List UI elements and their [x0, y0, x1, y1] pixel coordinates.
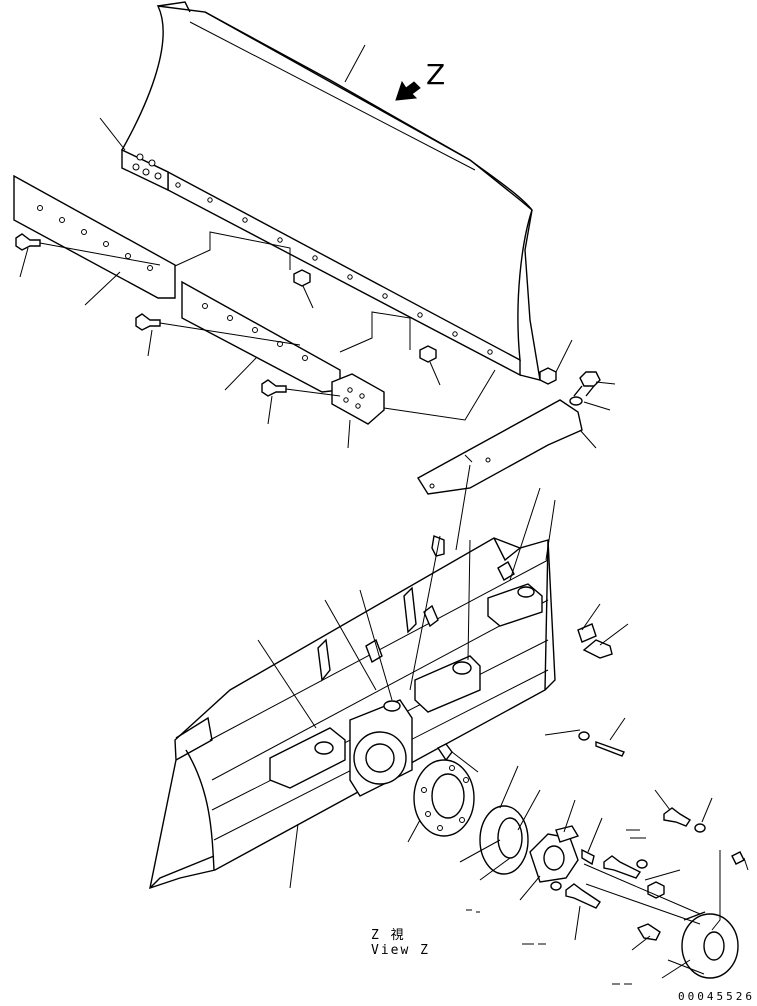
figure-number: 00045526 [678, 990, 755, 1003]
view-arrow-icon [395, 80, 421, 101]
plug [436, 743, 453, 762]
brace-ribs [317, 561, 515, 682]
leader-lines-upper [19, 44, 616, 449]
grease-fitting [636, 923, 661, 941]
bolt [663, 807, 691, 827]
blade-bolt-holes [132, 153, 493, 355]
cutting-edge-center [181, 280, 341, 393]
dashed-alignment-line [339, 311, 411, 353]
plow-bolt [261, 379, 341, 397]
bolt [573, 371, 601, 397]
end-bit [331, 373, 385, 425]
dashed-alignment-line [174, 231, 291, 270]
leader-lines-lower [257, 464, 749, 985]
ball-seat [529, 825, 580, 883]
nut [293, 269, 557, 385]
view-caption: Z 視 View Z [371, 928, 430, 958]
view-caption-japanese: Z 視 [371, 928, 406, 943]
nut [647, 881, 665, 899]
ball-joint-housing [349, 699, 413, 797]
plug [731, 851, 745, 865]
bolt [603, 855, 642, 879]
view-caption-english: View Z [371, 943, 430, 958]
plow-bolt [15, 233, 161, 266]
alignment-line [383, 369, 496, 421]
bolt [565, 883, 601, 909]
washer [694, 823, 706, 833]
retainer-ring [413, 759, 475, 837]
bolt [578, 731, 625, 757]
side-plate [417, 399, 583, 495]
cutting-edge-left [13, 174, 176, 299]
plug [581, 848, 595, 866]
plow-bolt [135, 313, 301, 346]
blade [121, 1, 541, 381]
ball-cap [681, 911, 739, 979]
washer [569, 396, 583, 406]
washer [636, 859, 648, 869]
trunnion-bracket [269, 583, 543, 789]
washer [550, 881, 562, 891]
view-marker-label: Z [426, 58, 446, 91]
shim [479, 805, 529, 875]
